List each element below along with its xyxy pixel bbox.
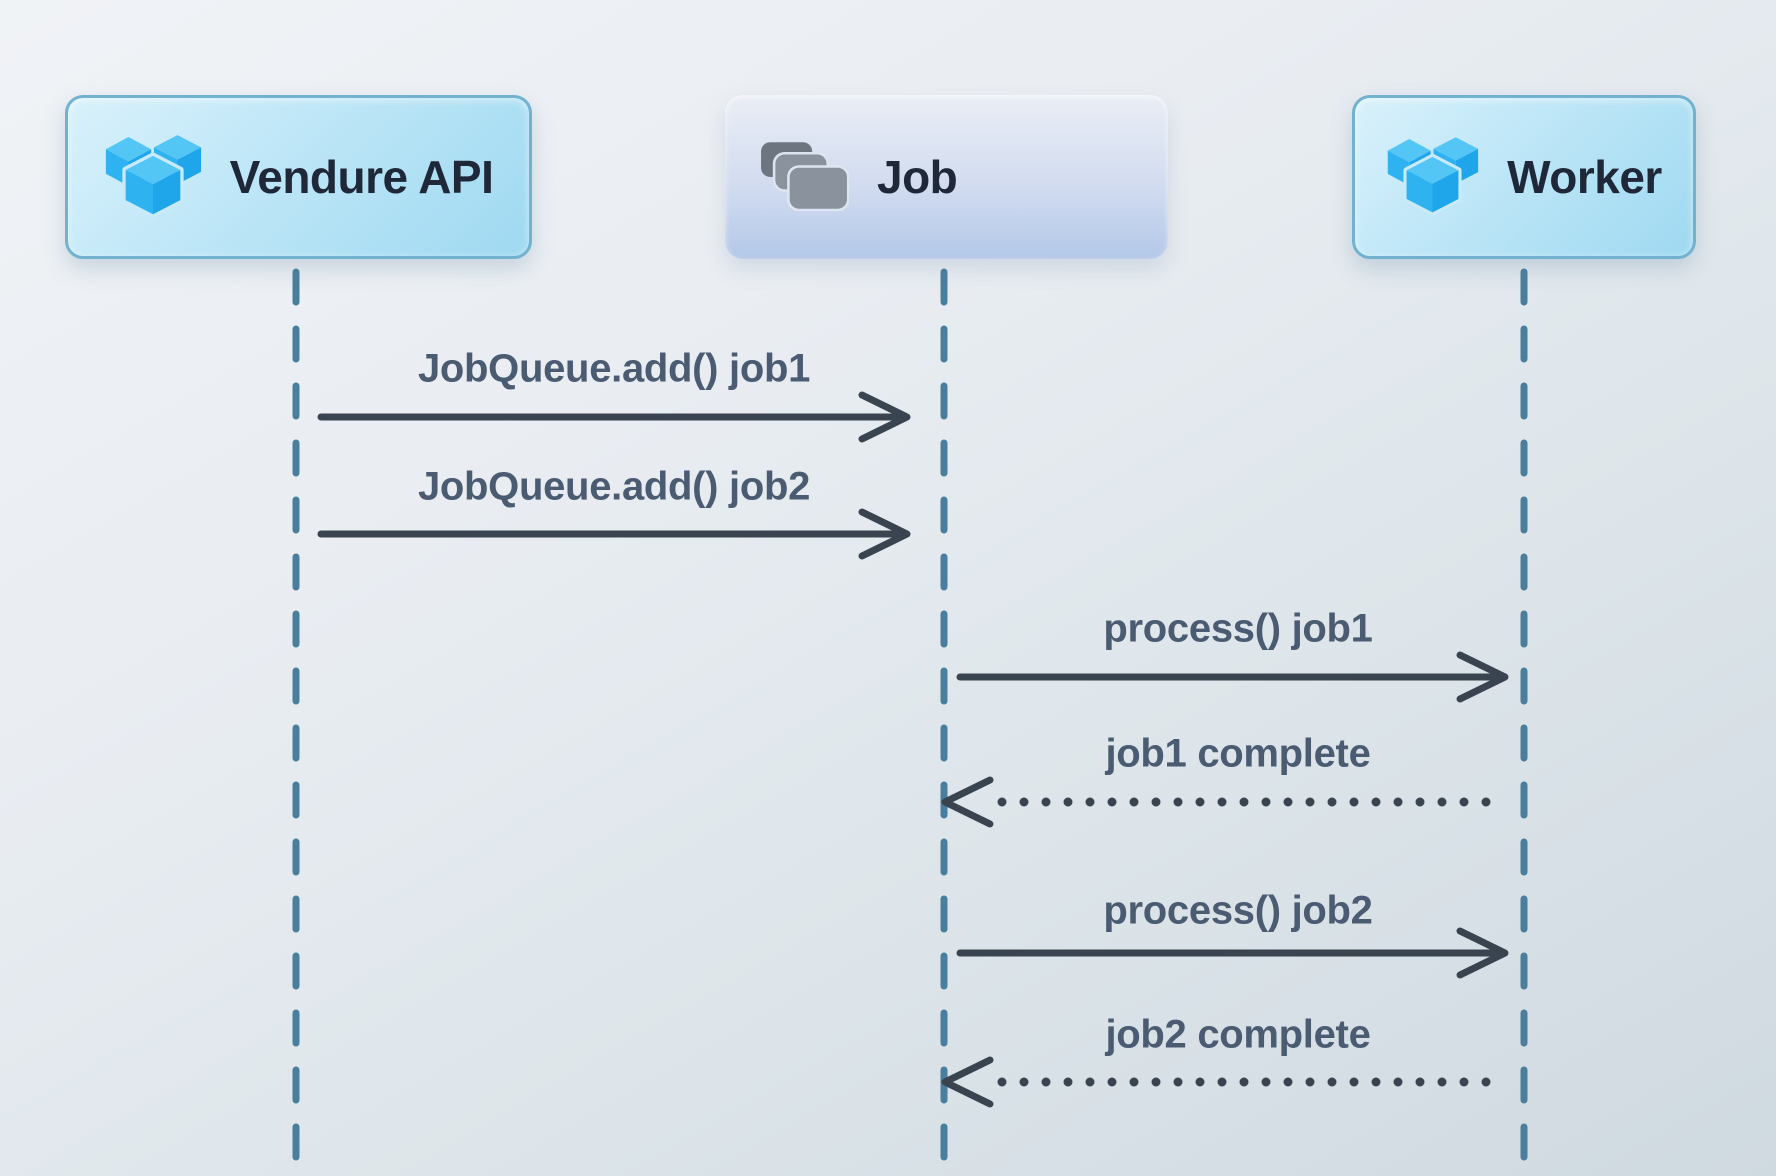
message-label-jobqueue-add-job2: JobQueue.add() job2 bbox=[417, 464, 811, 509]
participant-vendure-api: Vendure API bbox=[65, 95, 532, 259]
participant-label-job: Job bbox=[877, 151, 958, 203]
arrow-job1-complete bbox=[941, 776, 1494, 828]
arrow-process-job2 bbox=[956, 927, 1509, 979]
message-label-process-job1: process() job1 bbox=[1103, 606, 1373, 651]
arrow-jobqueue-add-job2 bbox=[317, 508, 911, 560]
participant-job: Job bbox=[725, 95, 1168, 259]
participant-label-vendure-api: Vendure API bbox=[229, 151, 494, 203]
message-label-job1-complete: job1 complete bbox=[1105, 731, 1371, 776]
arrow-job2-complete bbox=[941, 1056, 1494, 1108]
message-label-jobqueue-add-job1: JobQueue.add() job1 bbox=[417, 346, 811, 391]
arrow-jobqueue-add-job1 bbox=[317, 391, 911, 443]
participant-label-worker: Worker bbox=[1507, 151, 1662, 203]
participant-worker: Worker bbox=[1352, 95, 1696, 259]
vendure-cubes-icon bbox=[1387, 136, 1479, 216]
message-label-process-job2: process() job2 bbox=[1103, 888, 1373, 933]
message-label-job2-complete: job2 complete bbox=[1105, 1012, 1371, 1057]
job-stack-icon bbox=[761, 142, 849, 212]
vendure-cubes-icon bbox=[105, 134, 201, 218]
arrow-process-job1 bbox=[956, 651, 1509, 703]
